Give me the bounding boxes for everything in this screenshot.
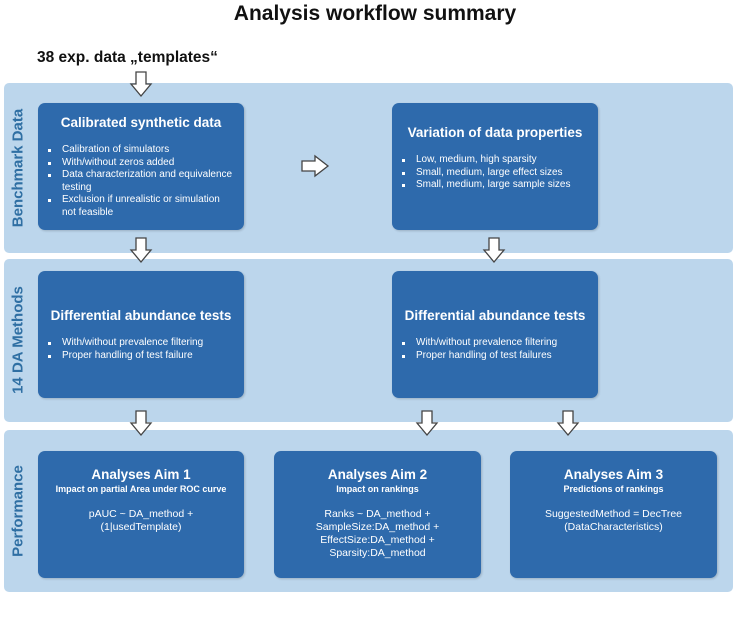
list-item: With/without prevalence filtering <box>400 337 590 350</box>
box-analyses-aim-2: Analyses Aim 2 Impact on rankings Ranks … <box>274 451 481 578</box>
box-subtitle: Impact on partial Area under ROC curve <box>55 484 227 494</box>
item-list: Low, medium, high sparsity Small, medium… <box>400 154 590 192</box>
list-item: Small, medium, large effect sizes <box>400 167 590 180</box>
formula: pAUC ~ DA_method + (1|usedTemplate) <box>44 508 238 534</box>
formula: SuggestedMethod = DecTree (DataCharacter… <box>516 508 711 534</box>
item-list: Calibration of simulators With/without z… <box>46 144 236 219</box>
input-label: 38 exp. data „templates“ <box>37 49 218 66</box>
box-title: Analyses Aim 1 <box>91 467 191 482</box>
list-item: Small, medium, large sample sizes <box>400 179 590 192</box>
box-subtitle: Impact on rankings <box>336 484 419 494</box>
list-item: With/without zeros added <box>46 157 236 170</box>
box-calibrated-synthetic-data: Calibrated synthetic data Calibration of… <box>38 103 244 230</box>
list-item: With/without prevalence filtering <box>46 337 236 350</box>
arrow-down-icon <box>415 410 439 437</box>
formula: Ranks ~ DA_method + SampleSize:DA_method… <box>280 508 475 560</box>
list-item: Proper handling of test failures <box>400 350 590 363</box>
box-analyses-aim-3: Analyses Aim 3 Predictions of rankings S… <box>510 451 717 578</box>
box-subtitle: Predictions of rankings <box>563 484 664 494</box>
list-item: Proper handling of test failure <box>46 350 236 363</box>
item-list: With/without prevalence filtering Proper… <box>400 337 590 362</box>
formula-line: SampleSize:DA_method + <box>315 521 440 533</box>
list-item: Data characterization and equivalence te… <box>46 169 236 194</box>
box-title: Analyses Aim 3 <box>563 467 664 482</box>
formula-line: pAUC ~ DA_method + <box>88 508 194 520</box>
band-label-performance: Performance <box>9 465 27 557</box>
box-title: Variation of data properties <box>407 125 583 140</box>
arrow-right-icon <box>301 154 330 178</box>
formula-line: (DataCharacteristics) <box>564 521 663 533</box>
box-title: Differential abundance tests <box>404 308 586 323</box>
list-item: Exclusion if unrealistic or simulation n… <box>46 194 236 219</box>
item-list: With/without prevalence filtering Proper… <box>46 337 236 362</box>
arrow-down-icon <box>556 410 580 437</box>
box-variation-of-data-properties: Variation of data properties Low, medium… <box>392 103 598 230</box>
list-item: Calibration of simulators <box>46 144 236 157</box>
formula-line: (1|usedTemplate) <box>100 521 182 533</box>
box-analyses-aim-1: Analyses Aim 1 Impact on partial Area un… <box>38 451 244 578</box>
formula-line: Ranks ~ DA_method + <box>324 508 431 520</box>
formula-line: SuggestedMethod = DecTree <box>544 508 683 520</box>
box-title: Analyses Aim 2 <box>327 467 428 482</box>
arrow-down-icon <box>129 410 153 437</box>
box-title: Differential abundance tests <box>50 308 232 323</box>
formula-line: EffectSize:DA_method + <box>320 534 435 546</box>
list-item: Low, medium, high sparsity <box>400 154 590 167</box>
box-title: Calibrated synthetic data <box>60 115 222 130</box>
diagram-title: Analysis workflow summary <box>233 2 517 25</box>
arrow-down-icon <box>129 71 153 98</box>
box-da-tests-left: Differential abundance tests With/withou… <box>38 271 244 398</box>
formula-line: Sparsity:DA_method <box>329 547 426 559</box>
arrow-down-icon <box>129 237 153 264</box>
box-da-tests-right: Differential abundance tests With/withou… <box>392 271 598 398</box>
arrow-down-icon <box>482 237 506 264</box>
